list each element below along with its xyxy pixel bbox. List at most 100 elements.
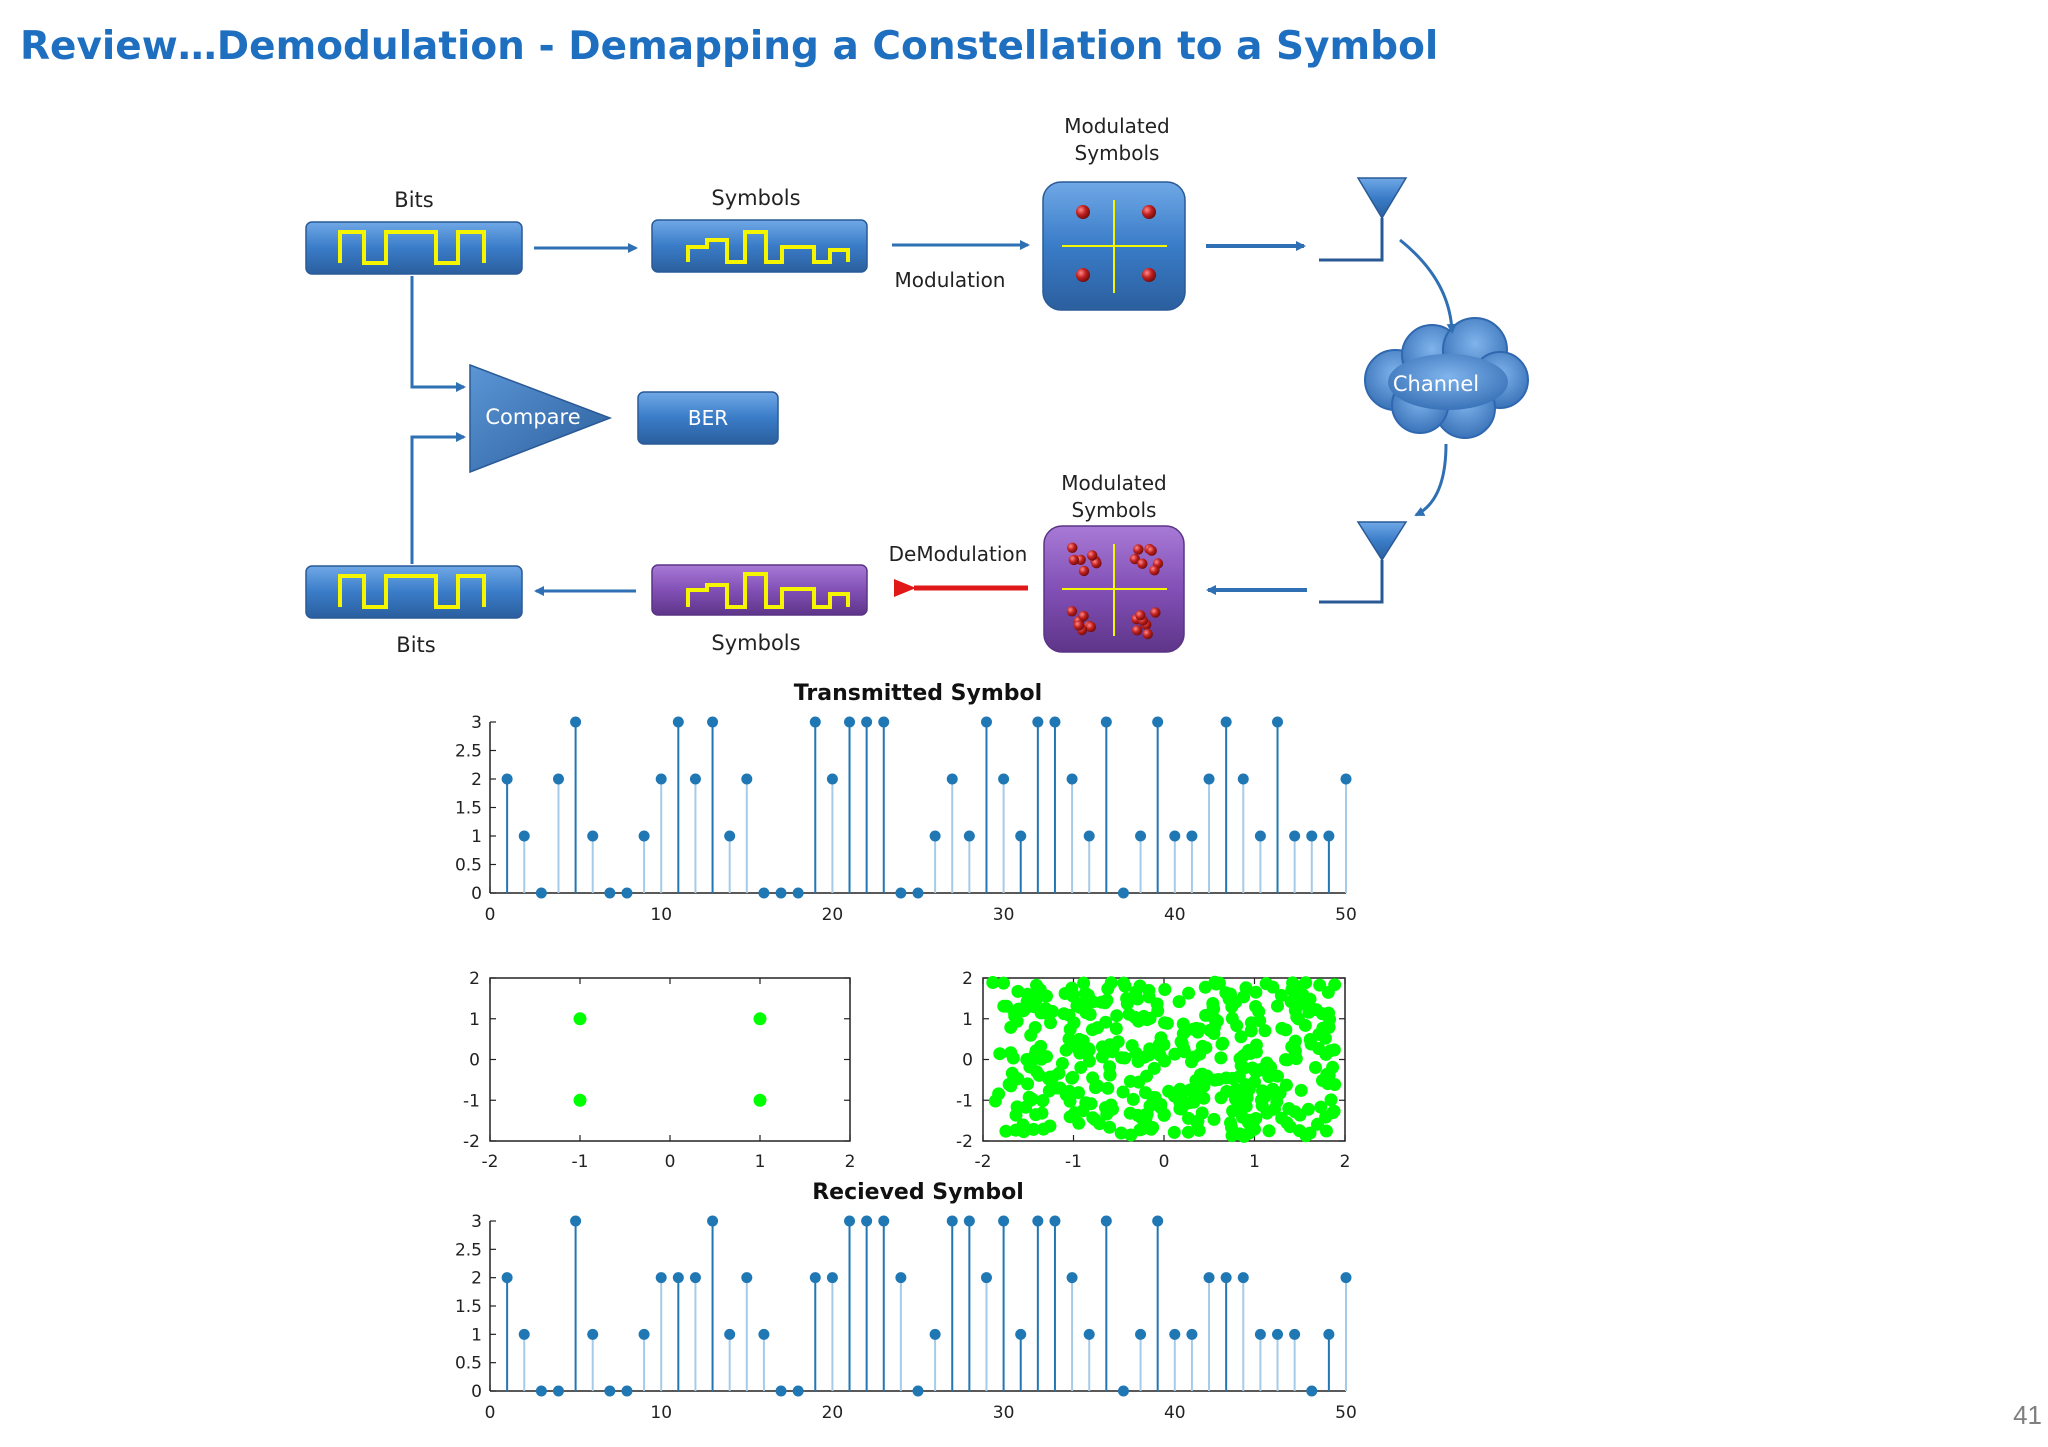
constellation-point xyxy=(1114,1126,1128,1140)
constellation-point xyxy=(1062,1084,1076,1098)
stem-marker xyxy=(1306,830,1318,842)
stem-marker xyxy=(998,1215,1010,1227)
constellation-point xyxy=(1139,1086,1152,1100)
x-tick-label: 2 xyxy=(845,1152,856,1172)
cluster-ball-0-4 xyxy=(1091,558,1102,569)
constellation-point xyxy=(1260,1106,1274,1120)
constellation-point xyxy=(1143,1042,1157,1056)
stem-marker xyxy=(895,1272,907,1284)
constellation-point xyxy=(1240,1091,1254,1105)
stem-marker xyxy=(535,887,547,899)
modulated-bottom-label-line1: Modulated xyxy=(1061,471,1167,495)
stem-marker xyxy=(1169,1328,1181,1340)
constellation-point xyxy=(1249,985,1263,999)
constellation-point xyxy=(1274,988,1288,1002)
constellation-point xyxy=(1086,1111,1100,1125)
constellation-point xyxy=(753,1012,767,1026)
constellation-point xyxy=(1239,981,1253,995)
noisy-constellation-clusters xyxy=(1066,542,1164,640)
constellation-point-bl xyxy=(1076,268,1090,282)
stem-marker xyxy=(1135,830,1147,842)
x-tick-label: 10 xyxy=(650,1403,672,1423)
constellation-point xyxy=(1271,999,1284,1013)
constellation-point xyxy=(1017,1125,1031,1139)
stem-marker xyxy=(1032,1215,1044,1227)
stem-marker xyxy=(826,773,838,785)
constellation-point xyxy=(1249,1065,1263,1079)
constellation-point xyxy=(1027,1122,1040,1136)
stem-marker xyxy=(844,1215,856,1227)
stem-marker xyxy=(758,887,770,899)
constellation-point xyxy=(1110,1009,1124,1023)
constellation-point xyxy=(1174,1035,1188,1049)
stem-marker xyxy=(1117,887,1129,899)
stem-marker xyxy=(1237,1272,1249,1284)
y-tick-label: -1 xyxy=(956,1091,973,1111)
constellation-point xyxy=(1074,1061,1088,1074)
constellation-point xyxy=(1067,1016,1081,1030)
symbols-bottom-label: Symbols xyxy=(711,631,800,655)
chart-title: Transmitted Symbol xyxy=(794,681,1042,706)
constellation-point xyxy=(1057,1007,1071,1021)
constellation-point xyxy=(1034,1052,1048,1066)
constellation-point xyxy=(1030,978,1043,992)
stem-marker xyxy=(1220,716,1232,728)
stem-marker xyxy=(655,773,667,785)
antenna-bottom-icon xyxy=(1319,521,1408,604)
constellation-point xyxy=(1034,1039,1048,1053)
stem-marker xyxy=(946,773,958,785)
antenna-top-icon xyxy=(1319,177,1408,262)
constellation-point xyxy=(993,1047,1007,1061)
cluster-ball-0-5 xyxy=(1087,550,1098,561)
y-tick-label: 2.5 xyxy=(455,742,482,762)
stem-marker xyxy=(809,1272,821,1284)
y-tick-label: 1.5 xyxy=(455,1297,482,1317)
constellation-point xyxy=(1283,1120,1297,1134)
constellation-point xyxy=(999,1124,1013,1138)
y-tick-label: 2 xyxy=(471,770,482,790)
constellation-point-br xyxy=(1142,268,1156,282)
stem-marker xyxy=(1152,1215,1164,1227)
stem-marker xyxy=(604,1385,616,1397)
constellation-point xyxy=(1288,1034,1302,1048)
y-tick-label: 1 xyxy=(962,1010,973,1030)
constellation-point xyxy=(1293,1108,1307,1122)
constellation-point xyxy=(1182,986,1196,1000)
stem-marker xyxy=(792,887,804,899)
constellation-point xyxy=(1140,1069,1153,1083)
constellation-point xyxy=(1086,995,1100,1009)
modulated-symbols-bottom: Modulated Symbols xyxy=(1043,471,1185,653)
constellation-point xyxy=(1091,1021,1105,1035)
modulated-top-label-line2: Symbols xyxy=(1075,141,1160,165)
y-tick-label: 0 xyxy=(471,884,482,904)
x-tick-label: 0 xyxy=(485,1403,496,1423)
x-tick-label: 0 xyxy=(485,905,496,925)
stem-marker xyxy=(1083,830,1095,842)
constellation-point xyxy=(1117,976,1131,990)
constellation-point xyxy=(1242,1044,1255,1057)
channel-label: Channel xyxy=(1393,372,1479,396)
symbols-top-block: Symbols xyxy=(651,186,868,273)
constellation-point xyxy=(1193,1068,1207,1082)
constellation-point xyxy=(1191,1025,1205,1039)
stem-marker xyxy=(980,716,992,728)
stem-marker xyxy=(1186,830,1198,842)
constellation-point xyxy=(1095,1050,1109,1064)
cluster-ball-2-6 xyxy=(1073,620,1085,631)
stem-marker xyxy=(1289,1328,1301,1340)
stem-marker xyxy=(655,1272,667,1284)
cluster-ball-3-3 xyxy=(1131,625,1143,636)
stem-marker xyxy=(1015,1328,1027,1340)
stem-marker xyxy=(1066,1272,1078,1284)
y-tick-label: 3 xyxy=(471,713,482,733)
cluster-ball-0-0 xyxy=(1078,565,1090,577)
constellation-point xyxy=(1120,997,1134,1011)
constellation-point xyxy=(1084,1097,1098,1111)
stem-marker xyxy=(1220,1272,1232,1284)
flow-arrows xyxy=(410,238,1457,596)
y-tick-label: -2 xyxy=(463,1132,480,1152)
stem-marker xyxy=(1049,716,1061,728)
stem-marker xyxy=(912,1385,924,1397)
constellation-point xyxy=(1214,1051,1228,1065)
stem-marker xyxy=(1100,1215,1112,1227)
